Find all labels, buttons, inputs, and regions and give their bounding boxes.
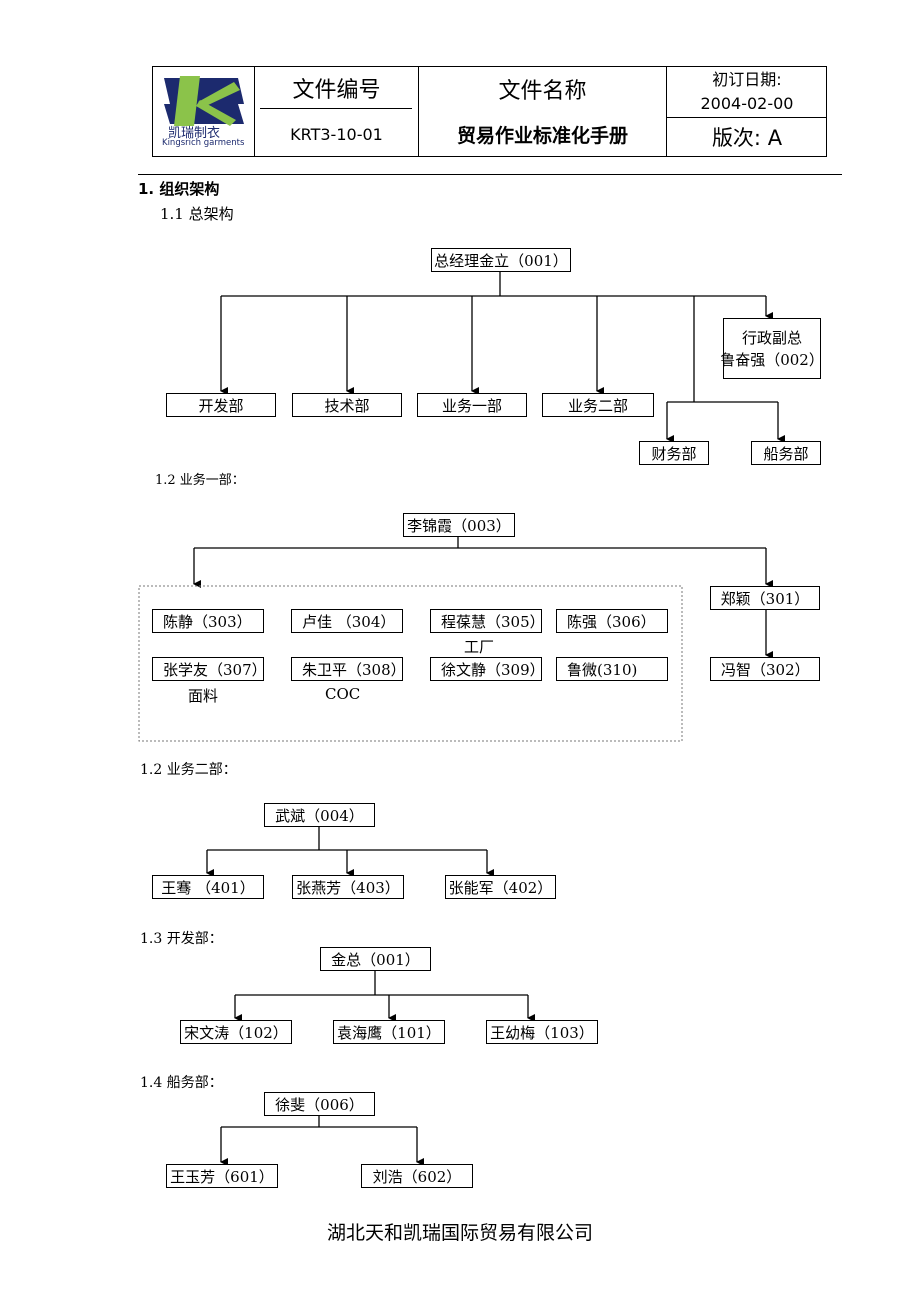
member-box: 刘浩（602） — [361, 1164, 473, 1188]
doc-name-label: 文件名称 — [498, 79, 587, 104]
business2-head-box: 武斌（004） — [264, 803, 375, 827]
initial-date: 2004-02-00 — [700, 93, 794, 113]
member-box: 卢佳 （304） — [291, 609, 403, 633]
initial-date-label: 初订日期: — [712, 70, 782, 89]
shipping-head-box: 徐斐（006） — [264, 1092, 375, 1116]
vp-title: 行政副总 — [741, 328, 802, 347]
member-box: 陈静（303） — [152, 609, 264, 633]
member-box: 张能军（402） — [445, 875, 556, 899]
dept-box-finance: 财务部 — [639, 441, 709, 465]
header-divider — [138, 174, 842, 175]
dept-box: 开发部 — [166, 393, 276, 417]
doc-number-label: 文件编号 — [292, 78, 381, 103]
doc-name: 贸易作业标准化手册 — [456, 124, 628, 147]
gm-box: 总经理金立（001） — [431, 248, 571, 272]
version: 版次: A — [711, 126, 783, 150]
dept-box: 技术部 — [292, 393, 402, 417]
member-box: 徐文静（309） — [430, 657, 545, 681]
note-coc: COC — [325, 685, 361, 703]
member-box: 张学友（307） — [152, 657, 267, 681]
member-box: 宋文涛（102） — [180, 1020, 292, 1044]
doc-number: KRT3-10-01 — [290, 124, 383, 144]
note-factory: 工厂 — [464, 638, 495, 656]
logo-text-cn: 凯瑞制衣 — [168, 126, 221, 141]
vp-name: 鲁奋强（002） — [720, 350, 824, 369]
logo-text-en: Kingsrich garments — [162, 138, 245, 148]
member-box: 朱卫平（308） — [291, 657, 406, 681]
footer-company-name: 湖北天和凯瑞国际贸易有限公司 — [326, 1222, 593, 1244]
dept-box: 业务二部 — [542, 393, 654, 417]
dept-box-shipping: 船务部 — [751, 441, 821, 465]
dept-box: 业务一部 — [417, 393, 527, 417]
dev-head-box: 金总（001） — [320, 947, 431, 971]
member-box: 王幼梅（103） — [486, 1020, 598, 1044]
subsection-title-business2: 1.2 业务二部： — [140, 762, 237, 778]
subsection-title-1-1: 1.1 总架构 — [160, 205, 234, 223]
member-box: 程葆慧（305） — [430, 609, 545, 633]
subsection-title-1-2: 1.2 业务一部： — [155, 473, 245, 488]
member-box: 王玉芳（601） — [166, 1164, 278, 1188]
vp-box: 行政副总 鲁奋强（002） — [720, 318, 824, 379]
member-box: 张燕芳（403） — [292, 875, 404, 899]
subsection-title-1-3: 1.3 开发部： — [140, 931, 223, 947]
subteam-head-box: 郑颖（301） — [710, 586, 820, 610]
member-box: 王骞 （401） — [152, 875, 264, 899]
member-box: 袁海鹰（101） — [333, 1020, 445, 1044]
subsection-title-1-4: 1.4 船务部： — [140, 1075, 223, 1091]
note-fabric: 面料 — [188, 687, 219, 705]
business1-head-box: 李锦霞（003） — [403, 513, 515, 537]
company-logo: 凯瑞制衣 Kingsrich garments — [160, 72, 248, 152]
member-box: 陈强（306） — [556, 609, 668, 633]
section-title: 1. 组织架构 — [138, 180, 220, 198]
member-box: 鲁微(310) — [556, 657, 668, 681]
subteam-member-box: 冯智（302） — [710, 657, 820, 681]
